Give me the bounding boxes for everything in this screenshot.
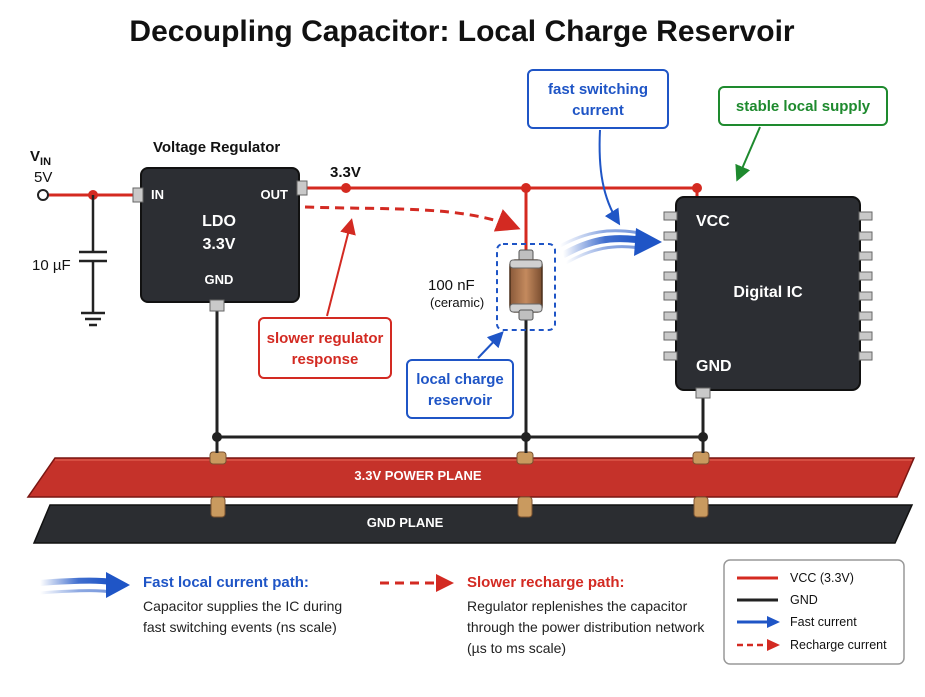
gnd-node-ic xyxy=(698,432,708,442)
svg-text:fast switching events (ns scal: fast switching events (ns scale) xyxy=(143,619,337,635)
page-title: Decoupling Capacitor: Local Charge Reser… xyxy=(129,15,794,48)
power-plane-label: 3.3V POWER PLANE xyxy=(354,468,481,483)
ic-left-pin xyxy=(663,251,678,261)
key-vcc: VCC (3.3V) xyxy=(790,571,854,585)
via-ic xyxy=(692,451,710,518)
ic-left-pin xyxy=(663,231,678,241)
callout-fast-switching: fast switching current xyxy=(527,69,669,226)
svg-text:fast switching: fast switching xyxy=(548,81,648,98)
svg-text:(µs to ms scale): (µs to ms scale) xyxy=(467,640,566,656)
out-node xyxy=(341,183,351,193)
ic-left-pin xyxy=(663,291,678,301)
svg-text:response: response xyxy=(292,351,359,368)
vin-terminal xyxy=(37,189,49,201)
cap-node xyxy=(521,183,531,193)
via-capacitor xyxy=(516,451,534,518)
digital-ic: VCC Digital IC GND xyxy=(663,196,873,399)
reservoir-highlight xyxy=(496,243,556,331)
regulator-pin-in: IN xyxy=(151,187,164,202)
svg-text:Capacitor supplies the IC duri: Capacitor supplies the IC during xyxy=(143,598,342,614)
ic-left-pin xyxy=(663,271,678,281)
ic-left-pin xyxy=(663,351,678,361)
legend-fast-heading: Fast local current path: xyxy=(143,574,309,591)
ic-left-pin xyxy=(663,311,678,321)
ic-left-pin xyxy=(663,331,678,341)
fast-current-arrow xyxy=(559,228,662,265)
gnd-node-regulator xyxy=(212,432,222,442)
legend-slow-heading: Slower recharge path: xyxy=(467,574,625,591)
svg-text:stable local supply: stable local supply xyxy=(736,98,871,115)
legend-key: VCC (3.3V) GND Fast current Recharge cur… xyxy=(723,559,905,665)
gnd-plane: GND PLANE xyxy=(32,504,914,544)
recharge-path-arrow xyxy=(304,205,521,232)
ic-pin-gnd: GND xyxy=(696,358,732,375)
ic-pin-vcc: VCC xyxy=(696,213,730,230)
legend-fast-path: Fast local current path: Capacitor suppl… xyxy=(39,572,342,635)
regulator-pin-gnd: GND xyxy=(205,272,234,287)
regulator-pin-out: OUT xyxy=(261,187,289,202)
callout-local-reservoir: local charge reservoir xyxy=(406,331,514,419)
ic-right-pin xyxy=(858,351,873,361)
svg-text:Regulator replenishes the capa: Regulator replenishes the capacitor xyxy=(467,598,688,614)
key-gnd: GND xyxy=(790,593,818,607)
rail-label: 3.3V xyxy=(330,164,361,181)
legend-slow-path: Slower recharge path: Regulator replenis… xyxy=(380,574,705,656)
key-recharge: Recharge current xyxy=(790,638,887,652)
svg-text:slower regulator: slower regulator xyxy=(267,330,384,347)
ic-vcc-node xyxy=(692,183,702,193)
regulator-heading: Voltage Regulator xyxy=(153,139,280,156)
gnd-plane-label: GND PLANE xyxy=(367,515,444,530)
gnd-node-capacitor xyxy=(521,432,531,442)
via-regulator xyxy=(209,451,227,518)
callout-stable-supply: stable local supply xyxy=(718,86,888,182)
ic-right-pin xyxy=(858,211,873,221)
callout-slower-regulator: slower regulator response xyxy=(258,218,392,379)
regulator-name: LDO xyxy=(202,213,236,230)
ic-right-pin xyxy=(858,271,873,281)
gnd-wiring xyxy=(215,310,705,453)
vin-symbol: VIN xyxy=(30,148,51,168)
decoupling-capacitor xyxy=(509,249,543,321)
ic-right-pin xyxy=(858,311,873,321)
vin-value: 5V xyxy=(34,169,52,186)
ic-right-pin xyxy=(858,331,873,341)
ic-right-pin xyxy=(858,251,873,261)
input-cap-value: 10 µF xyxy=(32,257,71,274)
regulator-voltage: 3.3V xyxy=(203,236,236,253)
ic-name: Digital IC xyxy=(733,284,803,301)
cap-type: (ceramic) xyxy=(430,295,484,310)
power-plane: 3.3V POWER PLANE xyxy=(26,457,916,498)
key-fast: Fast current xyxy=(790,615,857,629)
ldo-regulator: IN OUT LDO 3.3V GND xyxy=(132,167,308,312)
ic-right-pin xyxy=(858,231,873,241)
svg-text:local charge: local charge xyxy=(416,371,504,388)
svg-text:current: current xyxy=(572,102,624,119)
svg-text:through the power distribution: through the power distribution network xyxy=(467,619,705,635)
cap-value: 100 nF xyxy=(428,277,475,294)
input-capacitor xyxy=(79,195,107,327)
svg-text:reservoir: reservoir xyxy=(428,392,492,409)
ic-left-pin xyxy=(663,211,678,221)
ic-right-pin xyxy=(858,291,873,301)
